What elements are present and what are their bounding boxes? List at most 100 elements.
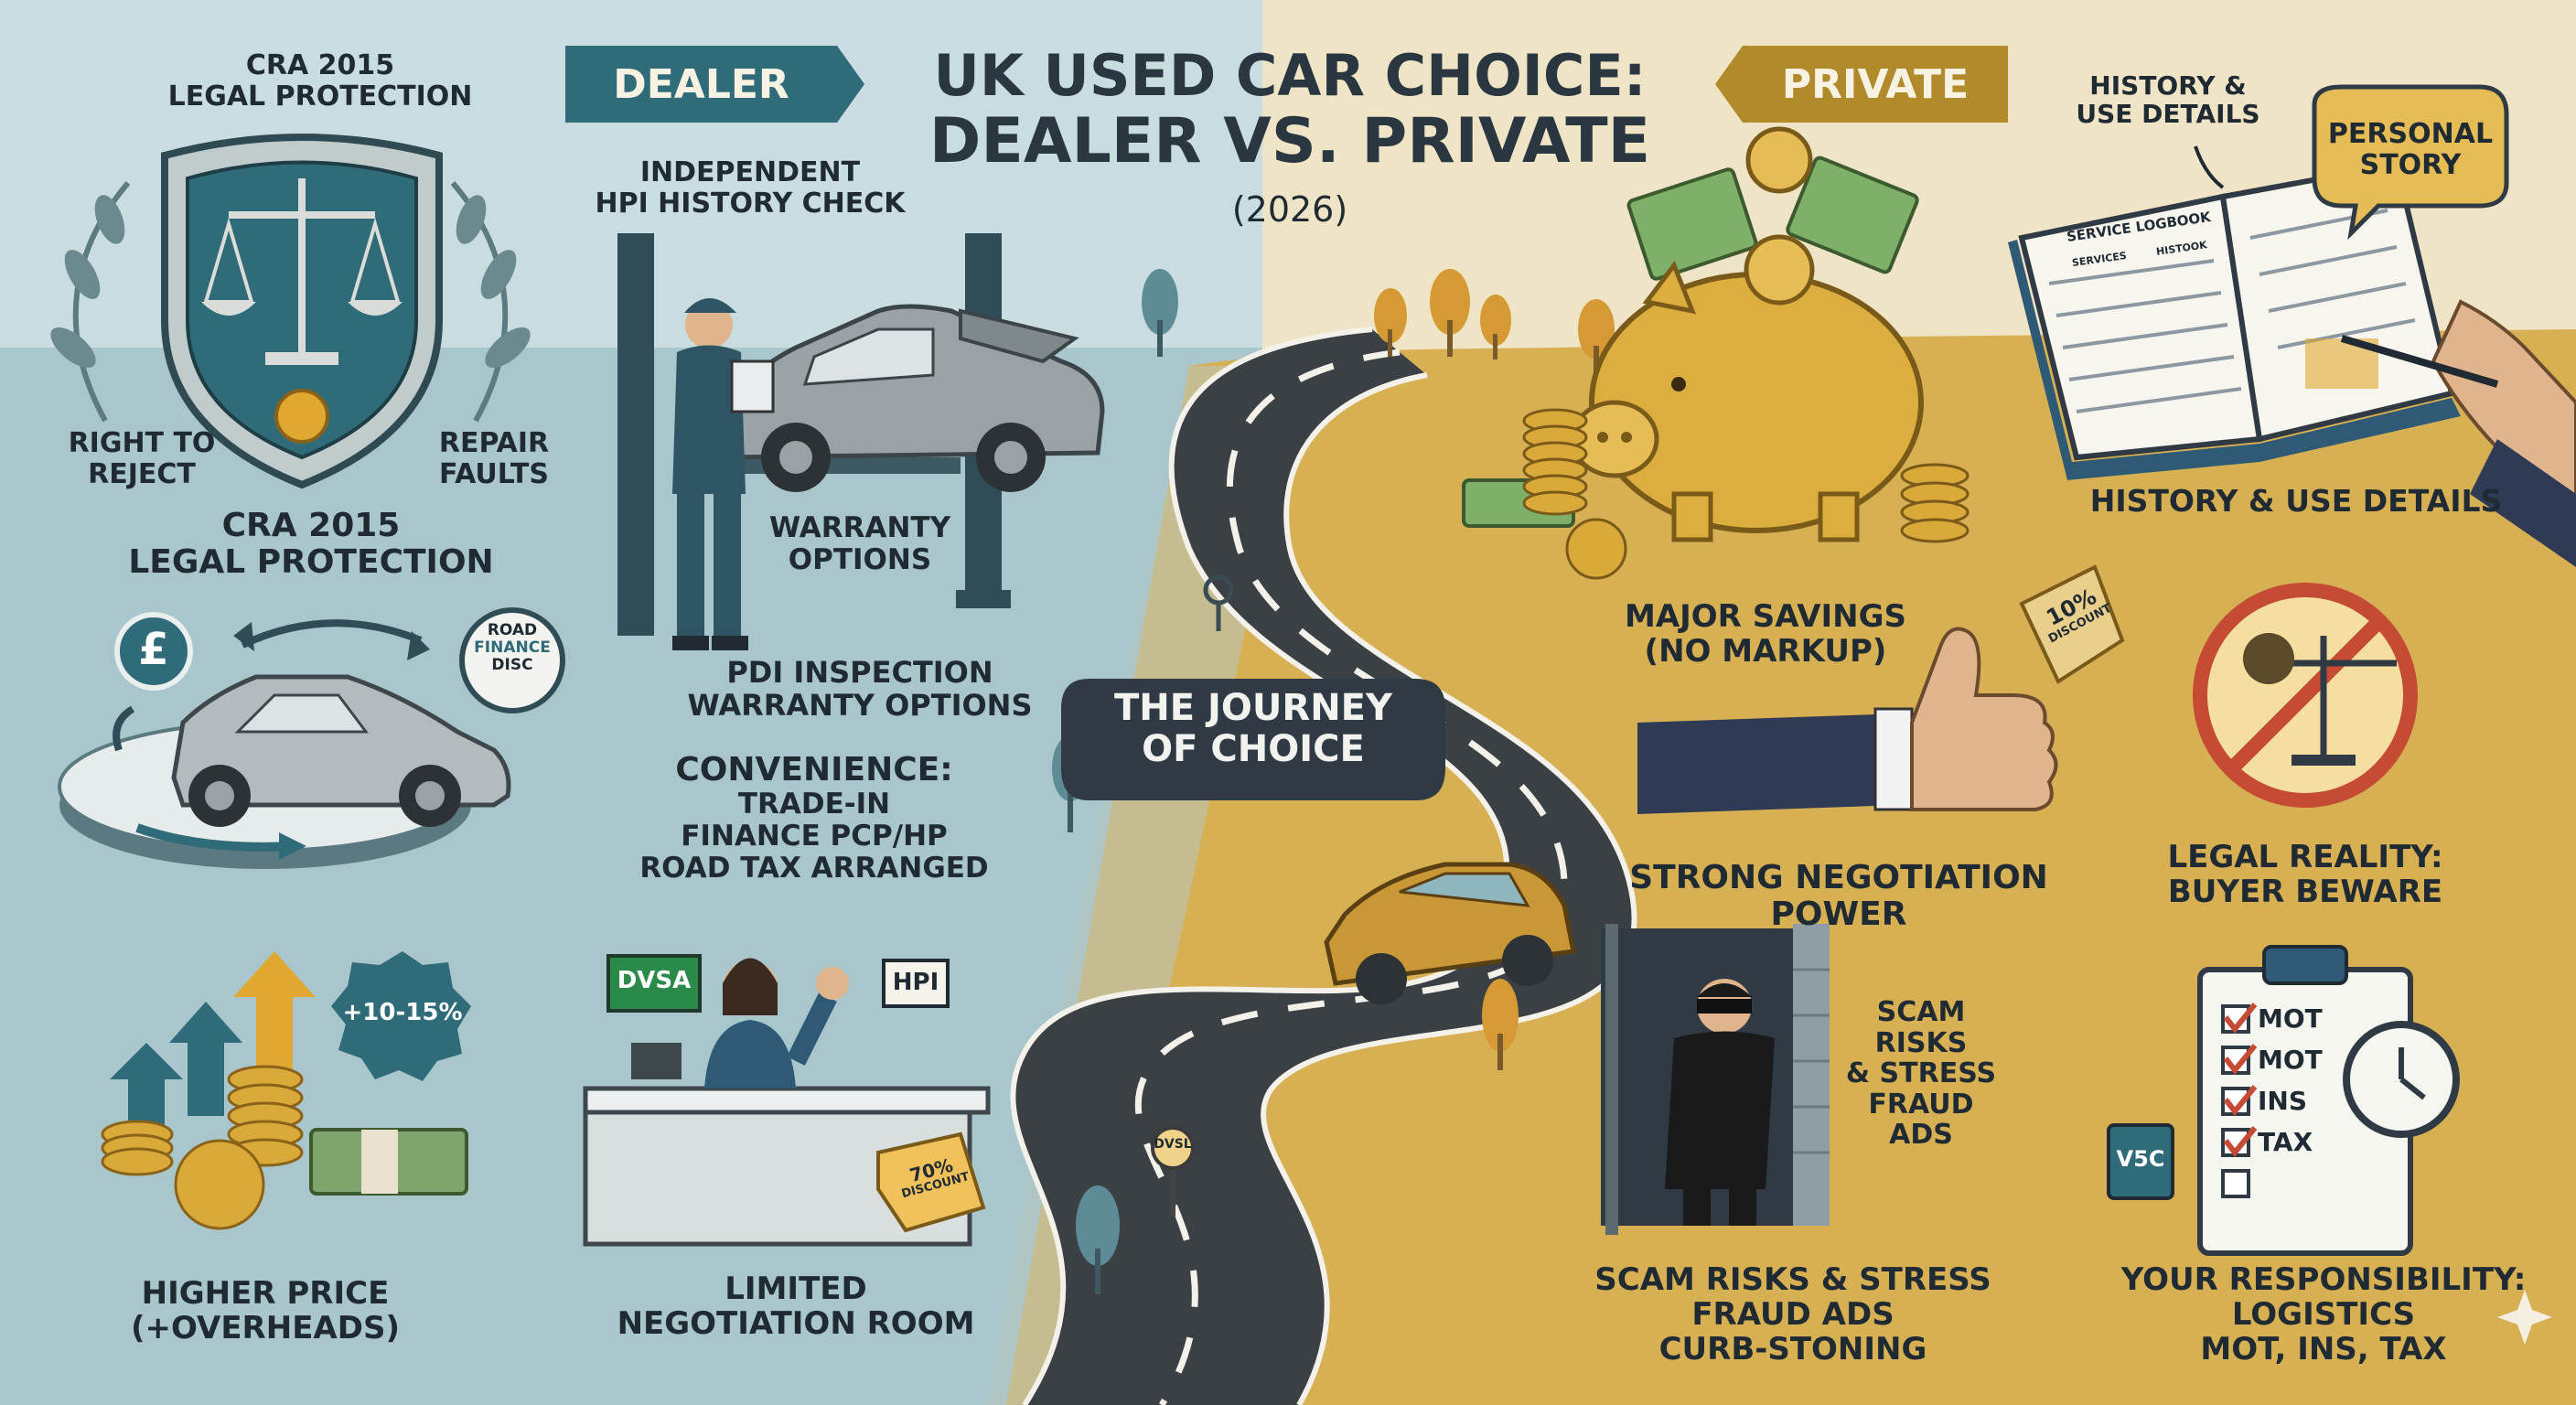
dvsa-sign: DVSA xyxy=(617,967,692,994)
personal-story-bubble-icon xyxy=(2312,84,2509,241)
hpi-check-line-1: INDEPENDENT xyxy=(639,156,861,188)
checklist-item-4: TAX xyxy=(2258,1127,2313,1157)
journey-line-1: THE JOURNEY xyxy=(1114,687,1392,729)
responsibility-label: YOUR RESPONSIBILITY: LOGISTICS MOT, INS,… xyxy=(2086,1262,2561,1367)
scam-risks-line-1: SCAM RISKS & STRESS xyxy=(1594,1261,1991,1298)
lifted-car-icon xyxy=(719,304,1105,492)
page-title: UK USED CAR CHOICE: DEALER VS. PRIVATE xyxy=(878,44,1701,177)
sparkle-icon xyxy=(2497,1290,2552,1345)
private-discount-tag-icon xyxy=(2019,564,2125,684)
arrow-to-logbook-icon xyxy=(2194,145,2225,189)
scam-side-label: SCAM RISKS & STRESS FRAUD ADS xyxy=(1830,997,2012,1151)
thumbs-up-hand-icon xyxy=(1637,627,2058,814)
title-line-2: DEALER VS. PRIVATE xyxy=(928,105,1651,178)
dvsa-sign-icon xyxy=(606,954,702,1013)
exchange-arrow-icon xyxy=(113,619,423,752)
signpost-label: DVSL xyxy=(1154,1137,1192,1152)
writing-hand-icon xyxy=(2340,299,2576,567)
higher-price-line-1: HIGHER PRICE xyxy=(141,1275,390,1312)
title-year: (2026) xyxy=(1231,189,1348,230)
scam-risks-line-2: FRAUD ADS xyxy=(1691,1296,1894,1334)
pound-coin-icon xyxy=(114,612,193,691)
journey-bubble-shape xyxy=(1061,679,1445,800)
road-disc-line-1: ROAD xyxy=(487,621,538,639)
responsibility-line-2: LOGISTICS xyxy=(2231,1296,2416,1334)
pound-symbol: £ xyxy=(138,624,169,675)
price-badge: +10-15% xyxy=(342,999,463,1026)
convenience-title: CONVENIENCE: xyxy=(675,751,953,788)
right-to-reject-line-2: REJECT xyxy=(88,457,196,490)
warranty-label: WARRANTY OPTIONS xyxy=(723,512,997,575)
pdi-line-1: PDI INSPECTION xyxy=(726,655,993,690)
scam-side-line-2: & STRESS xyxy=(1845,1057,1997,1090)
limited-negotiation-line-2: NEGOTIATION ROOM xyxy=(617,1305,975,1343)
price-badge-icon xyxy=(331,951,471,1081)
v5c-label: V5C xyxy=(2116,1146,2165,1172)
cash-bundle-icon xyxy=(309,1128,468,1196)
v5c-document-icon xyxy=(2107,1123,2174,1200)
savings-line-2: (NO MARKUP) xyxy=(1644,633,1887,670)
checklist-item-2: MOT xyxy=(2258,1045,2323,1075)
receptionist-icon xyxy=(704,958,849,1089)
higher-price-line-2: (+OVERHEADS) xyxy=(131,1310,400,1347)
coin-stacks-icon xyxy=(101,1065,304,1230)
repair-faults-line-2: FAULTS xyxy=(439,457,549,490)
trees xyxy=(1374,269,1615,1070)
pdi-line-2: WARRANTY OPTIONS xyxy=(687,687,1033,723)
checklist-item-1: MOT xyxy=(2258,1003,2323,1034)
right-to-reject-label: RIGHT TO REJECT xyxy=(41,428,242,489)
shield-icon xyxy=(161,134,443,489)
signpost-icon xyxy=(1151,1126,1195,1217)
hpi-check-line-2: HPI HISTORY CHECK xyxy=(595,187,906,220)
strong-negotiation-line-2: POWER xyxy=(1770,896,1907,934)
limited-negotiation-line-1: LIMITED xyxy=(724,1271,867,1307)
hpi-sign: HPI xyxy=(892,969,939,996)
shield-bottom-line-1: CRA 2015 xyxy=(221,507,401,544)
journey-label: THE JOURNEY OF CHOICE xyxy=(1061,688,1445,770)
convenience-label: CONVENIENCE: TRADE-IN FINANCE PCP/HP ROA… xyxy=(631,751,997,885)
strong-negotiation-line-1: STRONG NEGOTIATION xyxy=(1629,859,2048,896)
responsibility-line-1: YOUR RESPONSIBILITY: xyxy=(2120,1261,2527,1298)
history-top-line-1: HISTORY & xyxy=(2089,70,2247,101)
scam-risks-line-3: CURB-STONING xyxy=(1658,1331,1927,1368)
dealer-tag: DEALER xyxy=(613,60,789,108)
title-line-1: UK USED CAR CHOICE: xyxy=(933,42,1647,109)
history-bottom-label: HISTORY & USE DETAILS xyxy=(2089,483,2503,519)
hatchback-car-icon xyxy=(1324,862,1576,1004)
right-to-reject-line-1: RIGHT TO xyxy=(68,427,216,459)
turntable-car-icon xyxy=(171,674,511,827)
scam-side-line-1: SCAM RISKS xyxy=(1874,996,1968,1059)
warranty-line-2: OPTIONS xyxy=(788,542,932,576)
scam-side-line-3: FRAUD xyxy=(1868,1088,1974,1121)
strong-negotiation-label: STRONG NEGOTIATION POWER xyxy=(1601,859,2077,934)
shield-bottom-label: CRA 2015 LEGAL PROTECTION xyxy=(101,507,521,582)
private-tag-shape xyxy=(1715,46,2008,123)
convenience-line-1: TRADE-IN xyxy=(737,788,891,821)
convenience-line-2: FINANCE PCP/HP xyxy=(681,820,948,853)
personal-story-label: PERSONAL STORY xyxy=(2314,119,2506,180)
hpi-check-label: INDEPENDENT HPI HISTORY CHECK xyxy=(567,157,933,219)
legal-reality-label: LEGAL REALITY: BUYER BEWARE xyxy=(2122,840,2488,909)
private-tag: PRIVATE xyxy=(1781,60,1970,108)
savings-line-1: MAJOR SAVINGS xyxy=(1624,598,1907,635)
convenience-line-3: ROAD TAX ARRANGED xyxy=(639,851,989,885)
hpi-sign-icon xyxy=(882,959,950,1008)
road-disc-label: ROAD FINANCE DISC xyxy=(465,621,560,674)
mechanic-icon xyxy=(672,298,775,650)
dealer-discount-tag-icon xyxy=(876,1132,986,1233)
alley-thief-icon xyxy=(1601,924,1830,1235)
growth-arrows-icon xyxy=(110,951,316,1125)
journey-line-2: OF CHOICE xyxy=(1142,727,1365,770)
limited-negotiation-label: LIMITED NEGOTIATION ROOM xyxy=(595,1271,997,1341)
no-entry-scales-icon xyxy=(2193,583,2418,808)
map-pin-icon xyxy=(1203,574,1234,631)
shield-top-line-2: LEGAL PROTECTION xyxy=(167,80,473,113)
repair-faults-line-1: REPAIR xyxy=(438,427,550,459)
legal-reality-line-1: LEGAL REALITY: xyxy=(2167,839,2443,875)
personal-story-line-2: STORY xyxy=(2359,148,2462,181)
history-top-line-2: USE DETAILS xyxy=(2076,99,2260,130)
legal-reality-line-2: BUYER BEWARE xyxy=(2167,874,2443,911)
warranty-line-1: WARRANTY xyxy=(768,511,951,544)
shield-top-line-1: CRA 2015 xyxy=(245,49,395,81)
